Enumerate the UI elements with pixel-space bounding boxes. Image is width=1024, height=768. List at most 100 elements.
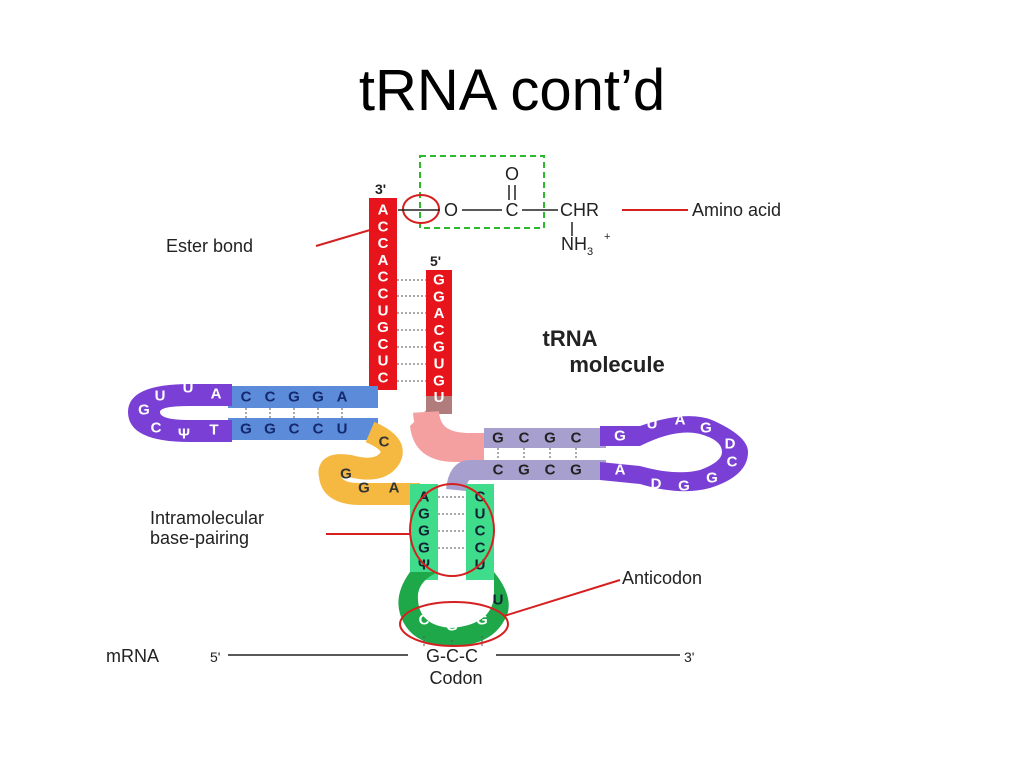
d-stem-bottom-band xyxy=(228,418,378,440)
mrna-3prime-label: 3' xyxy=(684,649,694,665)
acceptor_5prime-base-6: G xyxy=(433,372,445,389)
t_loop-base-1: U xyxy=(647,416,658,433)
d_loop-base-6: T xyxy=(209,422,218,439)
t_loop-base-3: G xyxy=(700,420,712,437)
d_stem_top-base-3: G xyxy=(312,389,324,406)
t_loop-base-4: D xyxy=(725,436,736,453)
d_loop-base-2: U xyxy=(155,388,166,405)
d-loop-band xyxy=(128,384,232,442)
acceptor_3prime-base-10: C xyxy=(378,370,389,387)
amino-acid-box xyxy=(419,155,545,229)
acceptor_5prime-base-5: U xyxy=(434,356,445,373)
acceptor_3prime-base-0: A xyxy=(378,202,389,219)
t_loop-base-8: D xyxy=(651,476,662,493)
molecule-title-line2: molecule xyxy=(569,352,664,377)
d_loop-base-1: U xyxy=(183,380,194,397)
variable-base-2: G xyxy=(358,480,370,497)
acceptor_3prime-base-7: G xyxy=(377,319,389,336)
acceptor_3prime-base-8: C xyxy=(378,336,389,353)
slide-title: tRNA cont’d xyxy=(358,58,666,123)
t_stem_top-base-0: G xyxy=(492,430,504,447)
t_stem_top-base-3: C xyxy=(571,430,582,447)
t_loop-base-9: A xyxy=(615,462,626,479)
acceptor_3prime-base-3: A xyxy=(378,252,389,269)
acceptor_3prime-base-1: C xyxy=(378,218,389,235)
codon-label: Codon xyxy=(429,668,482,688)
acceptor_5prime-base-1: G xyxy=(433,288,445,305)
d_stem_top-base-1: C xyxy=(265,389,276,406)
anticodon-base-2: G xyxy=(476,612,488,629)
acceptor_5prime-base-4: G xyxy=(433,339,445,356)
d_loop-base-4: C xyxy=(151,420,162,437)
d_stem_bottom-base-4: U xyxy=(337,421,348,438)
d_stem_top-base-4: A xyxy=(337,389,348,406)
d_stem_bottom-base-2: C xyxy=(289,421,300,438)
t_loop-base-5: C xyxy=(727,454,738,471)
five-prime-label: 5' xyxy=(430,253,441,269)
d_loop-base-0: A xyxy=(211,386,222,403)
t-stem-bottom-band xyxy=(484,460,606,480)
codon-sequence: G-C-C xyxy=(426,646,478,666)
acceptor_3prime-base-5: C xyxy=(378,286,389,303)
d_stem_bottom-base-0: G xyxy=(240,421,252,438)
anticodon-label: Anticodon xyxy=(622,568,702,588)
carbon-atom: C xyxy=(506,200,519,220)
d_loop-base-3: G xyxy=(138,402,150,419)
d_stem_top-base-2: G xyxy=(288,389,300,406)
t-stem-top-band xyxy=(484,428,606,448)
acceptor_5prime-base-3: C xyxy=(434,322,445,339)
intramolecular-label: Intramolecular xyxy=(150,508,264,528)
anticodon_stem_left-base-3: G xyxy=(418,540,430,557)
d_stem_bottom-base-1: G xyxy=(264,421,276,438)
t_stem_bottom-base-0: C xyxy=(493,462,504,479)
t_loop-base-7: G xyxy=(678,478,690,495)
d-stem-top-band xyxy=(228,386,378,408)
intramolecular-circle xyxy=(409,483,495,577)
carbonyl-oxygen: O xyxy=(505,164,519,184)
d_stem_top-base-0: C xyxy=(241,389,252,406)
acceptor_3prime-base-9: U xyxy=(378,353,389,370)
amine-charge: + xyxy=(604,231,610,243)
acceptor_5prime-base-2: A xyxy=(434,305,445,322)
acceptor-u-band xyxy=(426,396,452,414)
d_loop-base-5: Ψ xyxy=(178,426,190,443)
anticodon-base-0: C xyxy=(419,612,430,629)
anticodon_loop_extra-base-0: U xyxy=(493,592,504,609)
anticodon-circle xyxy=(399,601,509,647)
t_stem_bottom-base-3: G xyxy=(570,462,582,479)
acceptor_3prime-base-2: C xyxy=(378,235,389,252)
acceptor_3prime-base-6: U xyxy=(378,302,389,319)
t_loop-base-0: G xyxy=(614,428,626,445)
anticodon-loop-band xyxy=(398,572,509,646)
mrna-5prime-label: 5' xyxy=(210,649,220,665)
t-loop-band xyxy=(600,416,748,492)
variable-loop-band xyxy=(318,421,420,505)
linking-oxygen: O xyxy=(444,200,458,220)
variable-base-3: A xyxy=(389,480,400,497)
acceptor_3prime-base-4: C xyxy=(378,269,389,286)
d_stem_bottom-base-3: C xyxy=(313,421,324,438)
t_loop-base-6: G xyxy=(706,470,718,487)
anticodon-base-1: G xyxy=(446,618,458,635)
t_stem_bottom-base-1: G xyxy=(518,462,530,479)
ester-bond-circle xyxy=(402,194,440,224)
ester-bond-label: Ester bond xyxy=(166,236,253,256)
base-pair-lines xyxy=(245,279,577,549)
three-prime-label: 3' xyxy=(375,181,386,197)
t_stem_bottom-base-2: C xyxy=(545,462,556,479)
t_loop-base-2: A xyxy=(675,412,686,429)
anticodon_stem_left-base-2: G xyxy=(418,523,430,540)
anticodon_stem_right-base-1: U xyxy=(475,506,486,523)
base-pairing-label: base-pairing xyxy=(150,528,249,548)
amino-acid-label: Amino acid xyxy=(692,200,781,220)
anticodon_stem_left-base-1: G xyxy=(418,506,430,523)
variable-base-0: C xyxy=(379,434,390,451)
amine-group: NH3 xyxy=(561,234,593,258)
t_stem_top-base-2: G xyxy=(544,430,556,447)
t_stem_top-base-1: C xyxy=(519,430,530,447)
anticodon_stem_right-base-2: C xyxy=(475,523,486,540)
acceptor-5prime-band xyxy=(426,270,452,396)
